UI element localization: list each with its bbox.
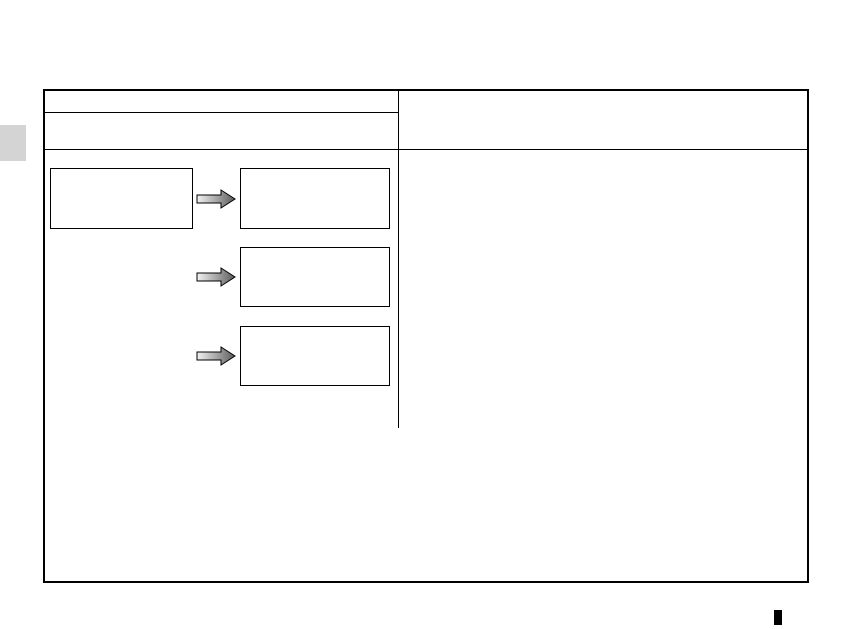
section-tab (0, 125, 26, 161)
header-right (405, 97, 800, 145)
footer-note (51, 436, 799, 571)
right-arrow-icon (196, 267, 236, 287)
flow-source-box (50, 168, 193, 229)
column-divider (398, 91, 399, 428)
right-arrow-icon (196, 189, 236, 209)
flow-target-box-3 (240, 326, 390, 386)
document-frame (43, 89, 809, 583)
header-left-row1 (51, 94, 391, 110)
header-bottom-divider (45, 149, 807, 150)
body-right-text (405, 157, 800, 417)
right-arrow-icon (196, 346, 236, 366)
header-left-row2 (51, 117, 391, 145)
header-row-divider (45, 112, 398, 113)
flow-target-box-2 (240, 247, 390, 307)
page-marker-icon (774, 610, 782, 625)
flow-target-box-1 (240, 168, 390, 229)
